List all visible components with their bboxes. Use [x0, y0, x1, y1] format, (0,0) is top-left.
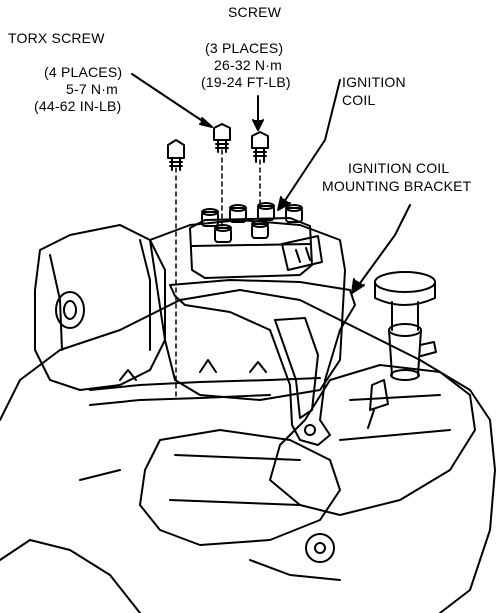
screw-torque-ftlb: (19-24 FT-LB)	[201, 74, 291, 90]
torx-places: (4 PLACES)	[44, 64, 123, 80]
bracket-label-line1: IGNITION COIL	[348, 160, 450, 176]
leader-screw-arrow	[253, 120, 263, 130]
fuel-rail	[90, 378, 320, 390]
oil-filler-cap	[375, 272, 436, 380]
torx-torque-inlb: (44-62 IN-LB)	[34, 98, 122, 114]
intake-port	[56, 292, 84, 328]
screw-torque-nm: 26-32 N·m	[214, 57, 282, 73]
cylinder-head	[140, 430, 340, 545]
screw-bolt-a	[214, 124, 230, 152]
leader-torx-arrow	[200, 118, 212, 127]
leader-torx	[132, 74, 210, 126]
bracket-label-line2: MOUNTING BRACKET	[322, 178, 472, 194]
leader-bracket-arrow	[352, 279, 364, 293]
coil-mounting-bracket	[170, 280, 355, 445]
coil-towers	[202, 203, 302, 242]
ignition-coil-label-line2: COIL	[342, 92, 376, 108]
bolt-alignment-lines	[176, 150, 260, 400]
engine-block-outline	[0, 290, 495, 613]
leader-bracket	[355, 205, 410, 290]
pulley	[306, 534, 334, 562]
screw-title: SCREW	[228, 4, 282, 20]
torx-screw-bolt	[168, 140, 184, 170]
torx-torque-nm: 5-7 N·m	[66, 81, 118, 97]
screw-bolt-b	[252, 132, 268, 162]
coil-connector	[282, 236, 322, 270]
torx-screw-title: TORX SCREW	[8, 30, 105, 46]
injectors	[120, 360, 266, 380]
pcv-valve	[368, 380, 388, 428]
ignition-coil-label-line1: IGNITION	[342, 74, 406, 90]
screw-places: (3 PLACES)	[205, 40, 284, 56]
intake-manifold	[35, 225, 165, 390]
leader-ignition-coil	[280, 80, 340, 208]
valve-cover	[270, 365, 475, 515]
leader-ignition-coil-arrow	[278, 197, 290, 210]
